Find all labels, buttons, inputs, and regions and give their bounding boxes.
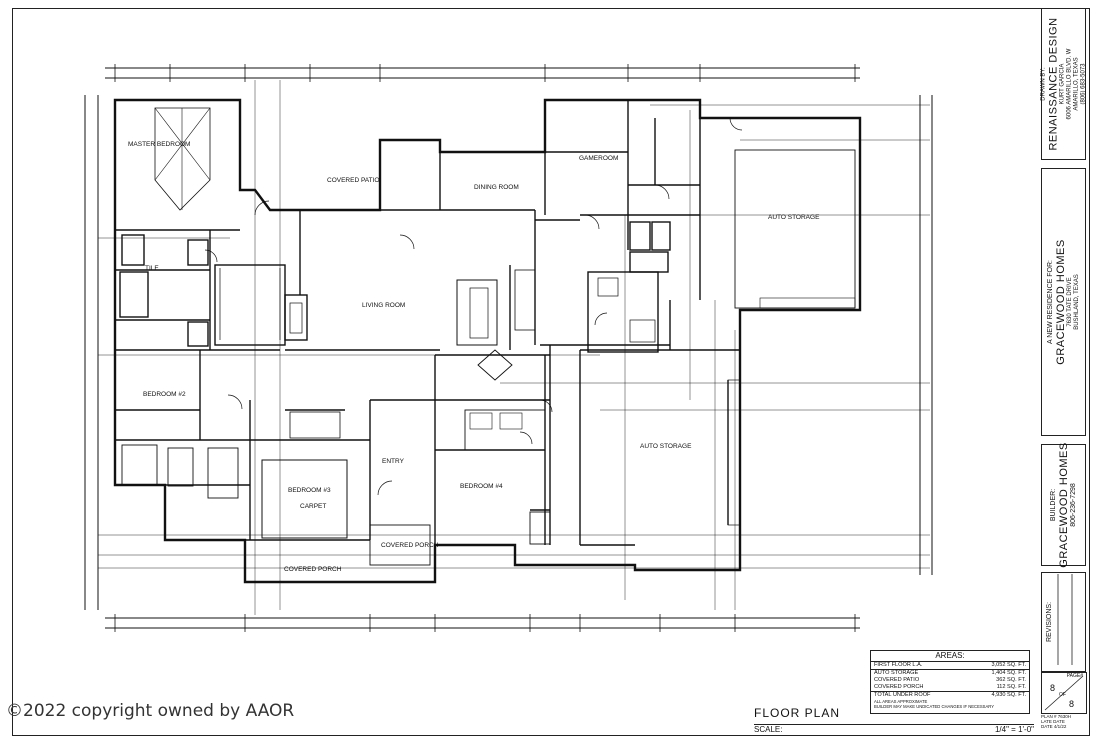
room-label: COVERED PATIO: [327, 177, 380, 184]
residence-box: A NEW RESIDENCE FOR: GRACEWOOD HOMES 763…: [1041, 168, 1086, 436]
area-row: COVERED PATIO 362 SQ. FT.: [871, 677, 1029, 684]
floor-finish-tile: TILE: [145, 265, 159, 272]
areas-note: BUILDER MAY MAKE UNDICATED CHANGES IF NE…: [874, 704, 994, 709]
title-block: DRAWN BY: RENAISSANCE DESIGN KURT GARCIA…: [1037, 8, 1090, 736]
room-label: AUTO STORAGE: [640, 443, 692, 450]
area-value: 1,404 SQ. FT.: [991, 670, 1026, 676]
page-number: 8: [1050, 683, 1056, 693]
areas-note: ALL AREAS APPROXIMATE: [874, 699, 928, 704]
area-value: 362 SQ. FT.: [996, 677, 1026, 683]
residence-city: BUSHLAND, TEXAS: [1073, 274, 1080, 330]
page-label: PAGE#: [1066, 673, 1083, 679]
designer-address: 6006 AMARILLO BLVD. W: [1066, 48, 1072, 120]
copyright-watermark: ©2022 copyright owned by AAOR: [6, 701, 295, 721]
room-label: COVERED PORCH: [284, 566, 342, 573]
room-entry: ENTRY: [382, 458, 404, 465]
room-dining: DINING ROOM: [474, 184, 519, 191]
revisions-label: REVISIONS:: [1046, 601, 1053, 643]
room-label: DINING ROOM: [474, 184, 519, 191]
area-value: 3,052 SQ. FT.: [991, 662, 1026, 668]
area-row: FIRST FLOOR L.A. 3,052 SQ. FT.: [871, 662, 1029, 669]
area-label: TOTAL UNDER ROOF: [874, 692, 931, 698]
area-label: FIRST FLOOR L.A.: [874, 662, 923, 668]
drawing-title: FLOOR PLAN: [754, 706, 841, 720]
area-label: COVERED PORCH: [874, 684, 924, 690]
room-auto-storage-2: AUTO STORAGE: [640, 443, 691, 450]
areas-table: AREAS: FIRST FLOOR L.A. 3,052 SQ. FT. AUT…: [870, 650, 1030, 714]
designer-contact: KURT GARCIA: [1059, 63, 1065, 105]
room-covered-porch-entry: COVERED PORCH: [381, 542, 438, 549]
residence-label: A NEW RESIDENCE FOR:: [1046, 259, 1054, 345]
room-label: GAMEROOM: [579, 155, 619, 162]
finish-label: TILE: [145, 265, 159, 272]
scale-label: SCALE:: [754, 725, 783, 734]
builder-phone: 806-236-7298: [1069, 483, 1077, 527]
residence-text: A NEW RESIDENCE FOR: GRACEWOOD HOMES 763…: [1047, 239, 1081, 364]
room-label: LIVING ROOM: [362, 302, 406, 309]
room-label: AUTO STORAGE: [768, 214, 820, 221]
room-bedroom-4: BEDROOM #4: [460, 483, 503, 490]
scale-value: 1/4" = 1'-0": [994, 725, 1034, 734]
room-gameroom: GAMEROOM: [579, 155, 618, 162]
floor-finish-carpet: CARPET: [300, 503, 326, 510]
finish-label: CARPET: [300, 503, 327, 510]
room-living: LIVING ROOM: [362, 302, 405, 309]
room-label: COVERED PORCH: [381, 542, 439, 549]
residence-name: GRACEWOOD HOMES: [1054, 239, 1067, 365]
sheet-border: [12, 8, 1090, 736]
builder-name: GRACEWOOD HOMES: [1057, 442, 1070, 568]
designer-city: AMARILLO, TEXAS: [1073, 57, 1079, 111]
plan-date-info: PLAN # 7630H LATE DATE DATE 4/1/22: [1041, 714, 1072, 729]
room-label: BEDROOM #3: [288, 487, 331, 494]
room-covered-porch-bedroom: COVERED PORCH: [284, 566, 341, 573]
area-label: AUTO STORAGE: [874, 670, 919, 676]
page-number-box: PAGE# 8 OF 8: [1041, 672, 1087, 714]
room-covered-patio: COVERED PATIO: [327, 177, 380, 184]
page-total: 8: [1069, 699, 1075, 709]
designer-box: DRAWN BY: RENAISSANCE DESIGN KURT GARCIA…: [1040, 8, 1087, 160]
revisions-box: REVISIONS:: [1041, 572, 1086, 672]
room-label: BEDROOM #4: [460, 483, 503, 490]
area-row: COVERED PORCH 112 SQ. FT.: [871, 684, 1029, 691]
areas-header: AREAS:: [871, 651, 1029, 662]
room-auto-storage-1: AUTO STORAGE: [768, 214, 819, 221]
area-row: TOTAL UNDER ROOF 4,930 SQ. FT.: [871, 691, 1029, 699]
designer-name: RENAISSANCE DESIGN: [1047, 17, 1059, 151]
builder-box: BUILDER: GRACEWOOD HOMES 806-236-7298: [1041, 442, 1086, 568]
designer-text: DRAWN BY: RENAISSANCE DESIGN KURT GARCIA…: [1040, 17, 1087, 150]
area-row: AUTO STORAGE 1,404 SQ. FT.: [871, 669, 1029, 677]
drawing-scale: SCALE: 1/4" = 1'-0": [754, 724, 1034, 734]
room-bedroom-2: BEDROOM #2: [143, 391, 186, 398]
room-label: ENTRY: [382, 458, 404, 465]
builder-text: BUILDER: GRACEWOOD HOMES 806-236-7298: [1050, 442, 1078, 567]
page-of: OF: [1059, 692, 1066, 698]
room-bedroom-3: BEDROOM #3: [288, 487, 331, 494]
room-master-bedroom: MASTER BEDROOM: [128, 141, 190, 148]
area-value: 112 SQ. FT.: [996, 684, 1026, 690]
room-label: BEDROOM #2: [143, 391, 186, 398]
area-value: 4,930 SQ. FT.: [991, 692, 1026, 698]
drawn-by-label: DRAWN BY:: [1040, 67, 1046, 101]
builder-label: BUILDER:: [1049, 488, 1057, 522]
room-label: MASTER BEDROOM: [128, 141, 191, 148]
designer-phone: (806) 683-5073: [1080, 63, 1086, 105]
residence-address: 7630 TATE DRIVE: [1066, 277, 1073, 327]
area-label: COVERED PATIO: [874, 677, 920, 683]
revisions-text: REVISIONS:: [1046, 602, 1054, 642]
